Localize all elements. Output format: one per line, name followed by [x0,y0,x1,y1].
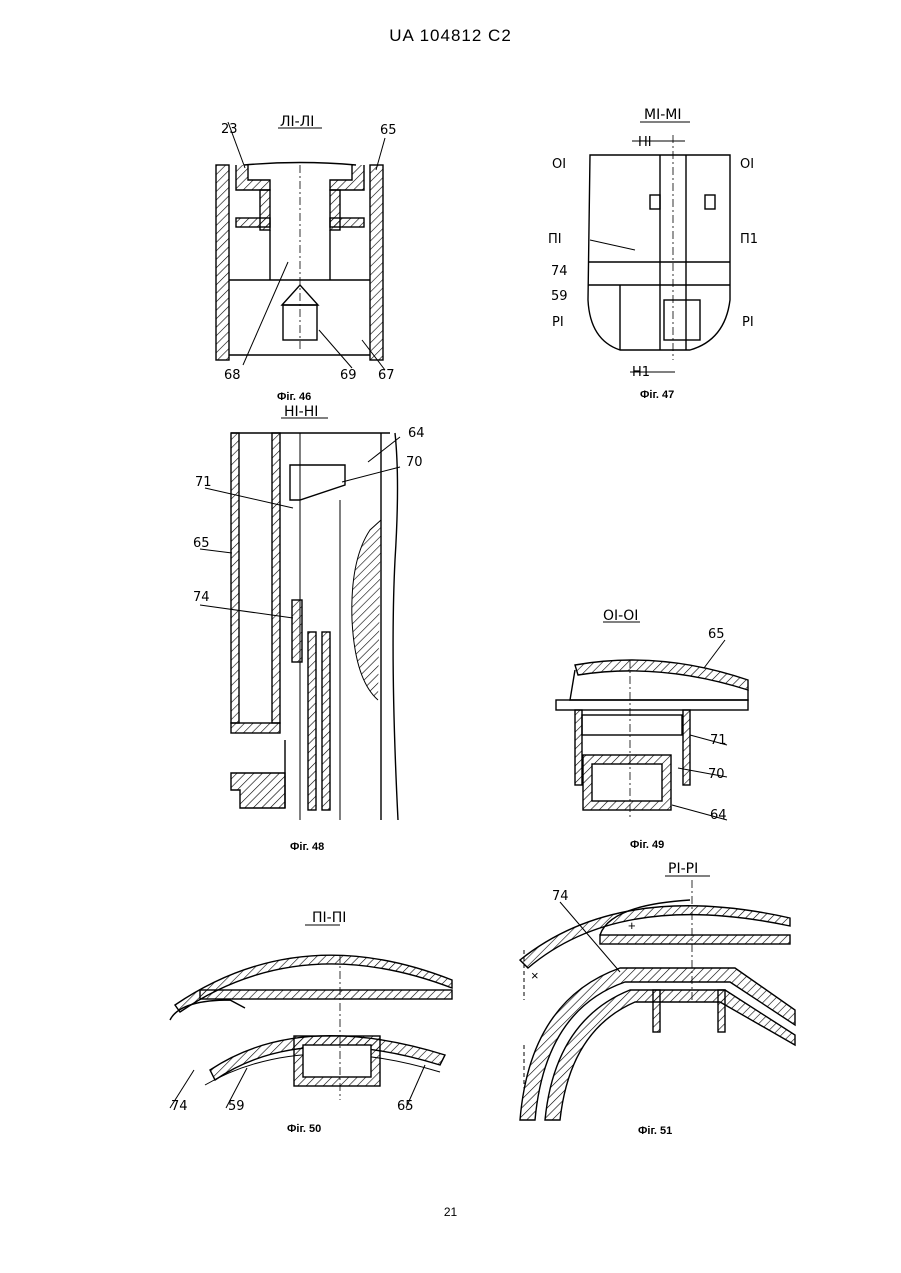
fig48-label-71: 71 [195,475,212,490]
fig47-cut-p-right: П1 [740,232,758,247]
fig47-label-74: 74 [551,264,568,279]
svg-text:+: + [628,918,636,933]
fig49-label-71: 71 [710,733,727,748]
fig49-label-70: 70 [708,767,725,782]
fig47-cut-o-right: ОІ [740,157,754,172]
fig47-cut-o-left: ОІ [552,157,566,172]
fig48-label-74: 74 [193,590,210,605]
figure-49-drawing [556,622,748,820]
fig51-section-label: РІ-РІ [668,861,698,877]
fig48-label-70: 70 [406,455,423,470]
fig46-label-23: 23 [221,122,238,137]
figure-50-drawing [170,925,452,1108]
fig46-label-65: 65 [380,123,397,138]
fig49-section-label: ОІ-ОІ [603,608,638,624]
fig47-label-59: 59 [551,289,568,304]
fig50-label-74: 74 [171,1099,188,1114]
fig48-label-64: 64 [408,426,425,441]
svg-text:×: × [531,968,539,983]
fig49-label-64: 64 [710,808,727,823]
fig46-label-67: 67 [378,368,395,383]
fig48-label-65: 65 [193,536,210,551]
fig50-label-59: 59 [228,1099,245,1114]
fig47-cut-p-left: ПІ [548,232,562,247]
fig50-section-label: ПІ-ПІ [312,910,346,926]
fig47-cut-r-left: РІ [552,315,564,330]
fig49-label-65: 65 [708,627,725,642]
figure-48-drawing [200,418,400,820]
fig48-section-label: НІ-НІ [284,404,318,420]
fig51-label-74: 74 [552,889,569,904]
fig47-cut-bottom: Н1 [632,365,650,380]
fig47-cut-r-right: РІ [742,315,754,330]
fig46-label-68: 68 [224,368,241,383]
fig47-section-label: МІ-МІ [644,107,681,123]
fig46-section-label: ЛІ-ЛІ [280,114,314,130]
fig46-label-69: 69 [340,368,357,383]
figure-47-drawing [588,122,730,372]
fig50-label-65: 65 [397,1099,414,1114]
fig47-cut-top: НІ [638,135,652,150]
figure-51-drawing: × + [520,876,795,1120]
figure-46-drawing [216,122,385,370]
